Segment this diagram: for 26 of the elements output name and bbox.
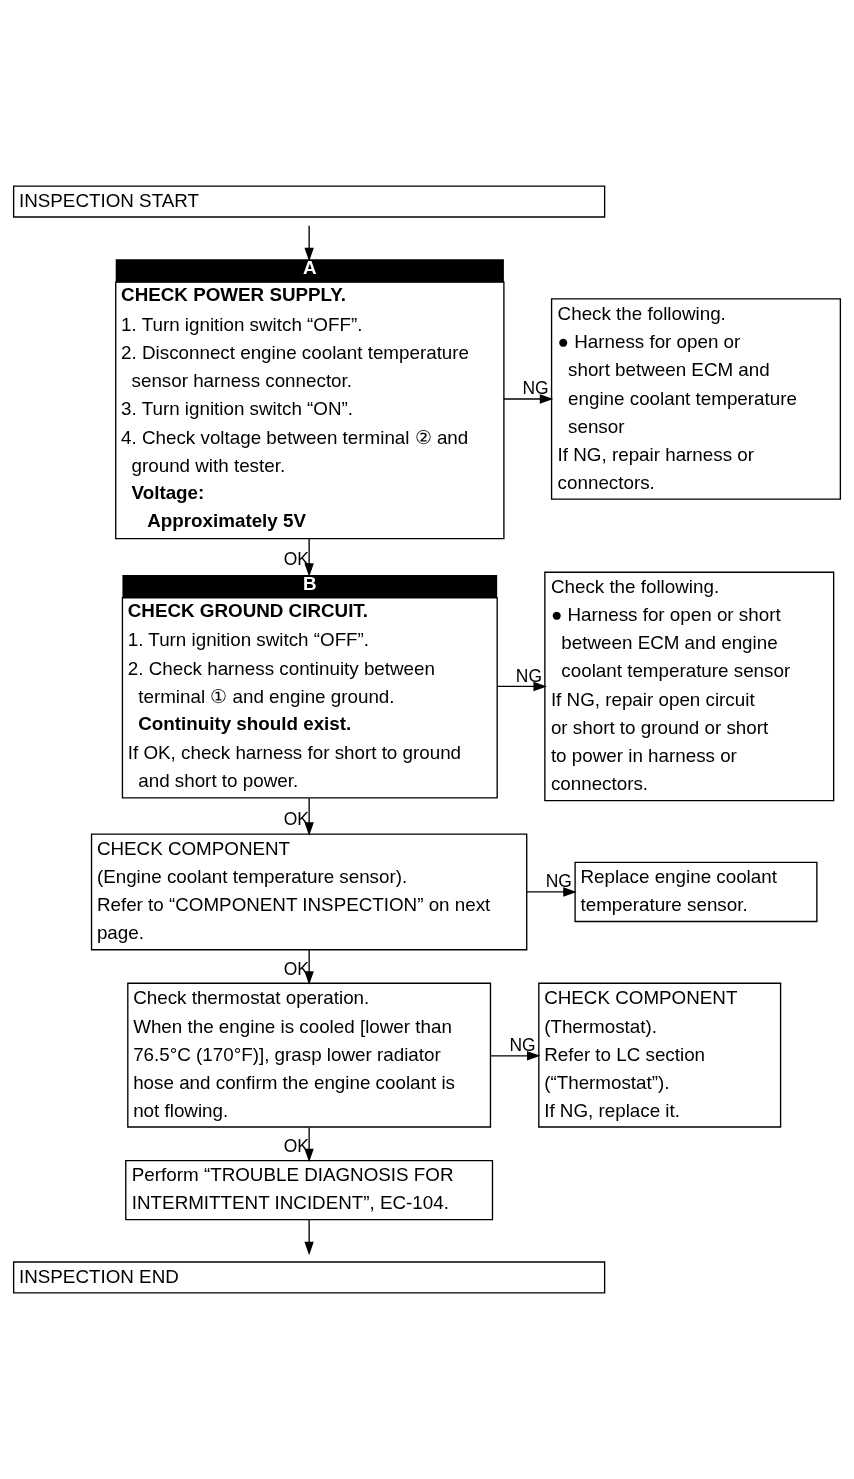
node-box: Perform “TROUBLE DIAGNOSIS FOR INTERMITTENT INCIDENT”, EC-104. [125,1159,494,1221]
edge-label: OK [283,549,309,570]
node-box: Check the following. ● Harness for open or short between ECM and engine coolant temperature sensor If NG, repair harness or connectors. [550,298,842,500]
edge-label: NG [522,378,549,399]
arrow [304,225,314,262]
node-box: INSPECTION END [12,1261,606,1294]
node-box: Check the following. ● Harness for open or short between ECM and engine coolant temperature sensor If NG, repair open circuit or short to ground or short to power in harness or connectors. [544,571,835,802]
arrow [496,681,547,692]
arrow [304,797,314,836]
node-box: INSPECTION START [12,185,606,218]
edge-label: NG [509,1034,536,1055]
node-box: Check thermostat operation. When the engine is cooled [lower than 76.5°C (170°F)], grasp lower radiator hose and confirm the engine coolant is not flowing. [127,982,492,1128]
edge-label: NG [515,665,543,686]
arrow [304,538,314,577]
arrow [304,1219,314,1256]
arrow [489,1051,541,1061]
arrow [503,394,554,404]
node-box: CHECK COMPONENT (Thermostat). Refer to LC section (“Thermostat”). If NG, replace it. [538,982,782,1128]
node-box: CHECK COMPONENT (Engine coolant temperature sensor). Refer to “COMPONENT INSPECTION” on next page. [90,833,528,951]
node-label: A [303,257,317,279]
arrow [526,887,577,897]
node-box: Replace engine coolant temperature sensor. [574,861,818,923]
arrow [304,949,314,985]
edge-label: NG [545,871,572,892]
node-label: B [303,573,317,594]
edge-label: OK [283,808,309,829]
